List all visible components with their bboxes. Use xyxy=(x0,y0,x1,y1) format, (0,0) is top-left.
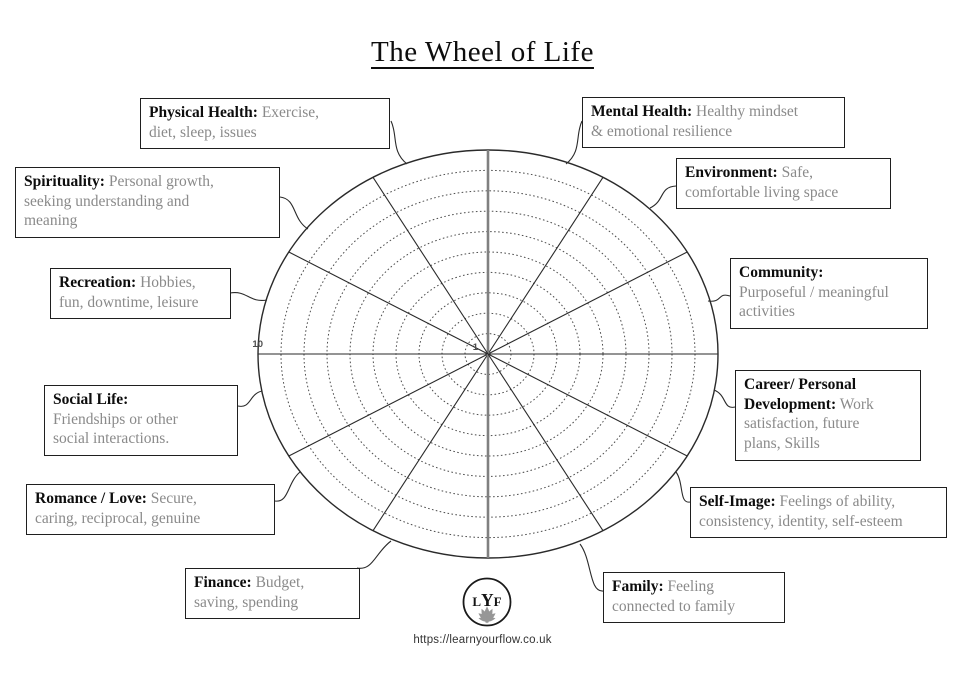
category-desc: Purposeful / meaningful activities xyxy=(739,283,889,321)
category-desc: Safe, comfortable living space xyxy=(685,164,839,201)
category-title: Environment: xyxy=(685,164,778,181)
page-title: The Wheel of Life xyxy=(371,36,594,68)
category-box-self-image: Self-Image: Feelings of ability, consist… xyxy=(690,487,947,539)
category-box-family: Family: Feeling connected to family xyxy=(603,572,785,624)
connector-line xyxy=(675,471,691,503)
category-title: Self-Image: xyxy=(699,493,776,510)
connector-line xyxy=(390,120,408,165)
category-box-career-personal-development: Career/ Personal Development: Work satis… xyxy=(735,370,921,461)
connector-line xyxy=(565,120,583,165)
wheel-scale-min-label: 1 xyxy=(473,342,479,353)
wheel-spoke xyxy=(487,353,604,531)
wheel-spoke xyxy=(372,177,489,355)
category-title: Career/ Personal Development: xyxy=(744,376,857,413)
wheel-spoke xyxy=(487,353,688,457)
website-url: https://learnyourflow.co.uk xyxy=(413,634,552,646)
connector-line xyxy=(713,389,736,408)
wheel-scale-max-label: 10 xyxy=(252,339,263,350)
category-title: Mental Health: xyxy=(591,103,693,120)
wheel-spoke xyxy=(487,177,604,355)
connector-line xyxy=(279,196,309,230)
category-title: Community: xyxy=(739,264,824,281)
logo-text: LYF xyxy=(472,590,501,610)
category-box-romance-love: Romance / Love: Secure, caring, reciproc… xyxy=(26,484,275,536)
category-title: Romance / Love: xyxy=(35,490,147,507)
wheel-spoke xyxy=(288,353,489,457)
lotus-petal xyxy=(484,617,496,622)
category-box-physical-health: Physical Health: Exercise, diet, sleep, … xyxy=(140,98,390,150)
category-desc: Budget, saving, spending xyxy=(194,574,305,611)
wheel-spoke xyxy=(372,353,489,531)
category-title: Family: xyxy=(612,578,664,595)
category-desc: Personal growth, seeking understanding a… xyxy=(24,173,214,230)
category-desc: Healthy mindset & emotional resilience xyxy=(591,103,799,140)
connector-line xyxy=(579,543,604,592)
category-desc: Feeling connected to family xyxy=(612,578,736,615)
logo-circle xyxy=(462,577,512,627)
category-box-social-life: Social Life: Friendships or other social… xyxy=(44,385,238,457)
category-desc: Work satisfaction, future plans, Skills xyxy=(744,395,874,453)
connector-line xyxy=(707,294,731,302)
category-title: Social Life: xyxy=(53,391,129,408)
category-box-mental-health: Mental Health: Healthy mindset & emotion… xyxy=(582,97,845,149)
category-box-spirituality: Spirituality: Personal growth, seeking u… xyxy=(15,167,280,239)
category-desc: Hobbies, fun, downtime, leisure xyxy=(59,274,199,311)
category-title: Finance: xyxy=(194,574,252,591)
category-box-finance: Finance: Budget, saving, spending xyxy=(185,568,360,620)
connector-line xyxy=(649,185,677,209)
category-desc: Exercise, diet, sleep, issues xyxy=(149,104,320,141)
category-box-environment: Environment: Safe, comfortable living sp… xyxy=(676,158,891,210)
category-title: Physical Health: xyxy=(149,104,258,121)
connector-line xyxy=(356,540,392,569)
connector-line xyxy=(237,390,263,407)
category-box-community: Community: Purposeful / meaningful activ… xyxy=(730,258,928,330)
category-box-recreation: Recreation: Hobbies, fun, downtime, leis… xyxy=(50,268,231,320)
category-title: Recreation: xyxy=(59,274,137,291)
category-desc: Feelings of ability, consistency, identi… xyxy=(699,493,903,530)
connector-line xyxy=(229,292,268,301)
category-desc: Friendships or other social interactions… xyxy=(53,410,178,448)
lotus-icon xyxy=(478,606,496,624)
category-title: Spirituality: xyxy=(24,173,105,190)
wheel-spoke xyxy=(288,251,489,355)
connector-line xyxy=(274,471,301,502)
wheel-spoke xyxy=(487,251,688,355)
category-desc: Secure, caring, reciprocal, genuine xyxy=(35,490,201,527)
